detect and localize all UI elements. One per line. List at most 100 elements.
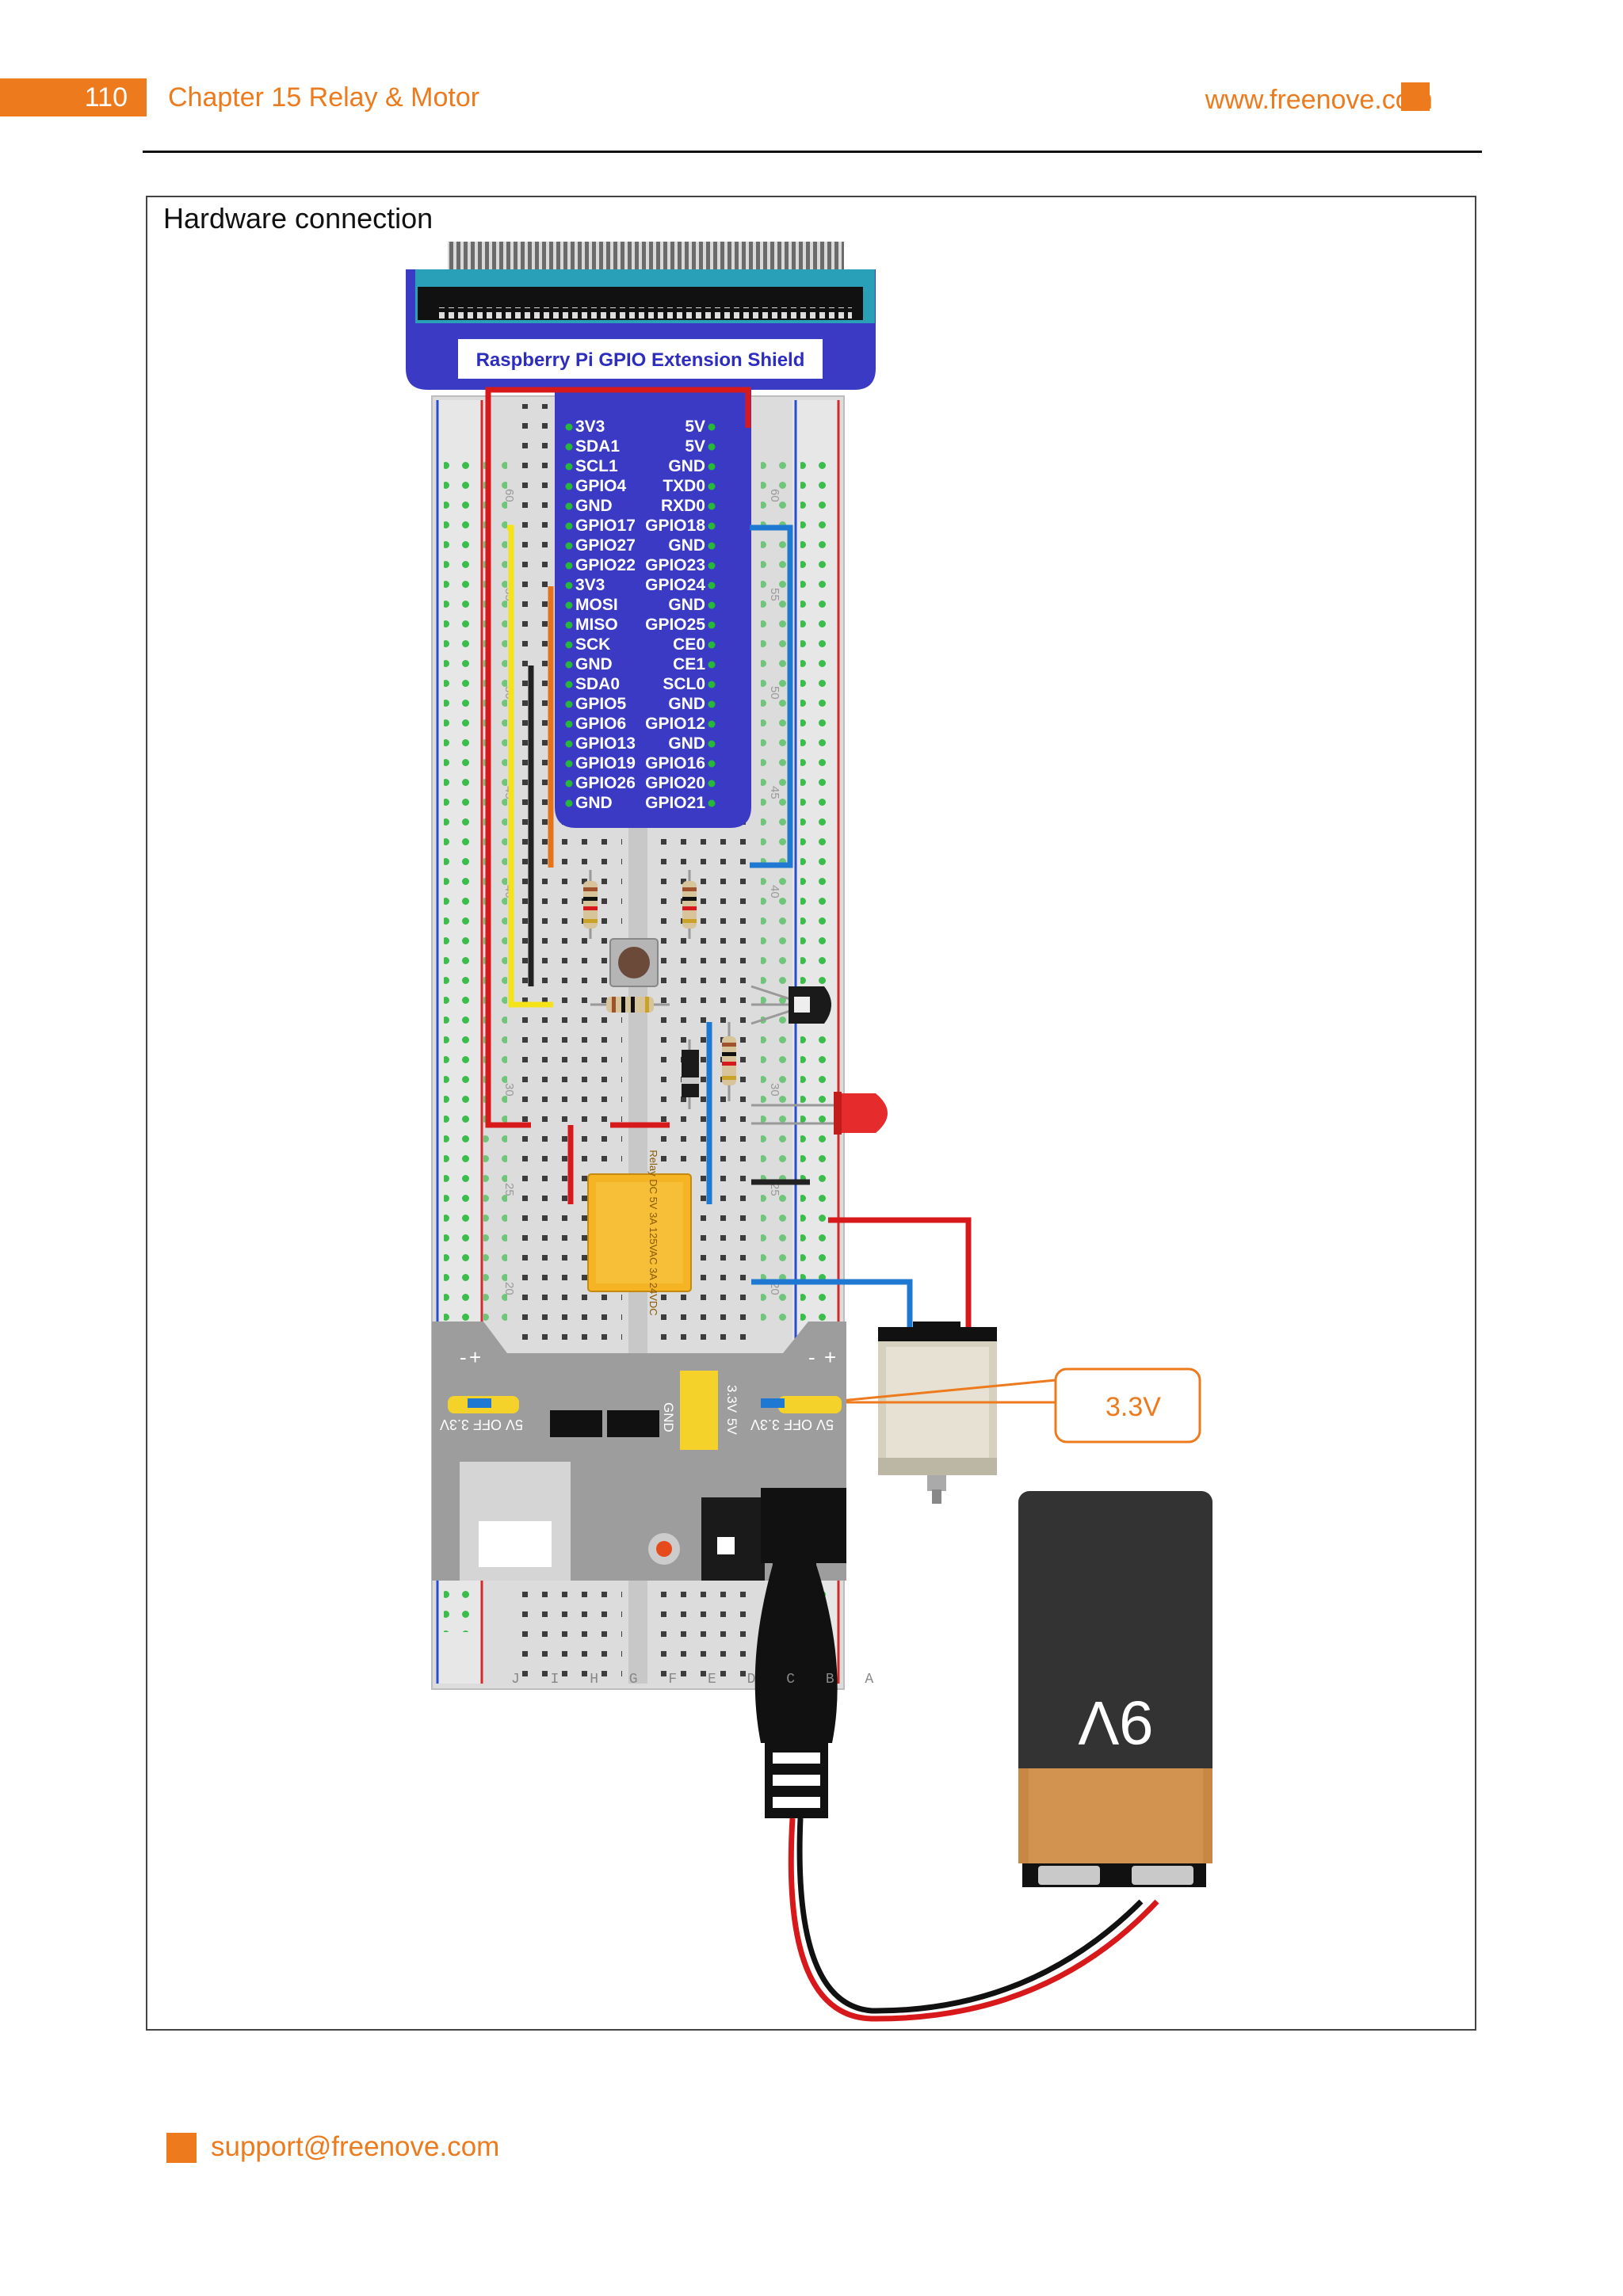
row-number: 25 — [502, 1183, 516, 1196]
gpio-pin-dot — [708, 681, 716, 688]
gpio-left-label: GPIO27 — [575, 536, 636, 555]
header-divider — [143, 151, 1482, 153]
gpio-left-label: GND — [575, 794, 613, 812]
gpio-left-label: GPIO6 — [575, 715, 626, 733]
gpio-pin-dot — [565, 423, 573, 431]
support-email-link[interactable]: support@freenove.com — [211, 2131, 500, 2162]
gpio-pin-dot — [708, 601, 716, 609]
right-jumper-label: 5V OFF 3.3V — [750, 1417, 834, 1432]
dc-motor — [878, 1322, 997, 1504]
gpio-right-label: GND — [668, 536, 705, 555]
gpio-left-label: SDA0 — [575, 675, 620, 693]
gpio-left-label: GPIO5 — [575, 695, 627, 713]
gpio-pin-dot — [565, 780, 573, 788]
gpio-right-label: GND — [668, 596, 705, 614]
callout-label: 3.3V — [1106, 1392, 1161, 1422]
resistor-1 — [583, 870, 598, 939]
gpio-pin-dot — [565, 562, 573, 570]
row-number: 55 — [768, 588, 781, 601]
gpio-left-label: SDA1 — [575, 437, 620, 456]
gpio-left-label: GPIO4 — [575, 477, 627, 495]
gpio-pin-dot — [708, 423, 716, 431]
gpio-right-label: GPIO21 — [645, 794, 705, 812]
header-label-3v3: 3.3V — [724, 1385, 739, 1413]
battery-label: 9V — [1078, 1688, 1153, 1758]
brand-square-icon — [1401, 82, 1430, 111]
chapter-title: Chapter 15 Relay & Motor — [168, 82, 480, 113]
gpio-pin-dot — [708, 799, 716, 807]
gpio-pin-dot — [565, 542, 573, 550]
rail-minus-right: - — [808, 1345, 815, 1369]
gpio-left-label: GPIO17 — [575, 517, 636, 535]
blue-wire-motor — [751, 1279, 913, 1329]
gpio-pin-dot — [708, 443, 716, 451]
relay-text: Relay DC 5V 3A 125VAC 3A 24VDC — [647, 1150, 659, 1315]
gpio-pin-dot — [565, 582, 573, 589]
row-number: 30 — [502, 1083, 516, 1097]
header-label-5v: 5V — [724, 1418, 739, 1435]
gpio-pin-dot — [565, 720, 573, 728]
shield-label: Raspberry Pi GPIO Extension Shield — [476, 349, 805, 371]
gpio-pin-dot — [708, 780, 716, 788]
row-number: 50 — [768, 686, 781, 700]
gpio-pin-dot — [565, 681, 573, 688]
gpio-left-label: 3V3 — [575, 576, 605, 594]
site-url-link[interactable]: www.freenove.com — [1205, 85, 1433, 115]
gpio-pin-dot — [565, 443, 573, 451]
gpio-pin-dot — [565, 641, 573, 649]
gpio-right-label: GPIO12 — [645, 715, 705, 733]
gpio-right-label: GPIO18 — [645, 517, 705, 535]
rail-minus-left: - — [460, 1345, 467, 1369]
row-number: 25 — [768, 1183, 781, 1196]
gpio-pin-dot — [565, 760, 573, 768]
gpio-pin-dot — [565, 522, 573, 530]
page-number: 110 — [84, 82, 128, 113]
gpio-left-label: GND — [575, 655, 613, 673]
gpio-left-label: SCL1 — [575, 457, 618, 475]
row-number: 40 — [768, 885, 781, 898]
page-number-box: 110 — [0, 78, 147, 116]
gpio-right-label: GND — [668, 457, 705, 475]
gpio-right-label: SCL0 — [663, 675, 705, 693]
row-number: 30 — [768, 1083, 781, 1097]
voltage-callout: 3.3V — [823, 1367, 1201, 1444]
row-number: 20 — [502, 1282, 516, 1295]
resistors — [583, 870, 736, 1101]
gpio-pin-dot — [565, 740, 573, 748]
gpio-right-label: GPIO25 — [645, 616, 705, 634]
left-jumper-label: 5V OFF 3.3V — [440, 1417, 523, 1432]
diode — [682, 1039, 699, 1109]
gpio-pin-dot — [708, 720, 716, 728]
yellow-wire — [507, 524, 553, 1008]
gpio-pin-dot — [708, 502, 716, 510]
gpio-left-label: SCK — [575, 635, 610, 654]
gpio-left-label: MOSI — [575, 596, 618, 614]
gpio-pin-dot — [708, 740, 716, 748]
header-label-gnd: GND — [661, 1402, 676, 1432]
gpio-pin-dot — [708, 641, 716, 649]
gpio-pin-dot — [708, 522, 716, 530]
resistor-4 — [722, 1022, 736, 1101]
gpio-pin-dot — [708, 582, 716, 589]
gpio-right-label: CE0 — [673, 635, 705, 654]
gpio-right-label: TXD0 — [663, 477, 705, 495]
blue-wire-gpio — [750, 524, 793, 868]
figure-caption: Hardware connection — [163, 202, 433, 235]
gpio-left-label: GPIO26 — [575, 774, 636, 792]
figure-frame — [146, 196, 1476, 2031]
gpio-right-label: GPIO16 — [645, 754, 705, 772]
gpio-left-label: GND — [575, 497, 613, 515]
dc-plug-cable — [754, 1489, 1159, 2022]
gpio-pin-dot — [708, 562, 716, 570]
gpio-pin-dot — [565, 700, 573, 708]
gpio-pin-dot — [708, 760, 716, 768]
row-number: 20 — [768, 1282, 781, 1295]
red-led — [751, 1092, 888, 1135]
resistor-2 — [682, 870, 697, 939]
transistor — [750, 985, 831, 1025]
gpio-right-label: GND — [668, 734, 705, 753]
gpio-pin-dot — [708, 621, 716, 629]
gpio-right-label: 5V — [685, 437, 705, 456]
gpio-pin-dot — [708, 661, 716, 669]
